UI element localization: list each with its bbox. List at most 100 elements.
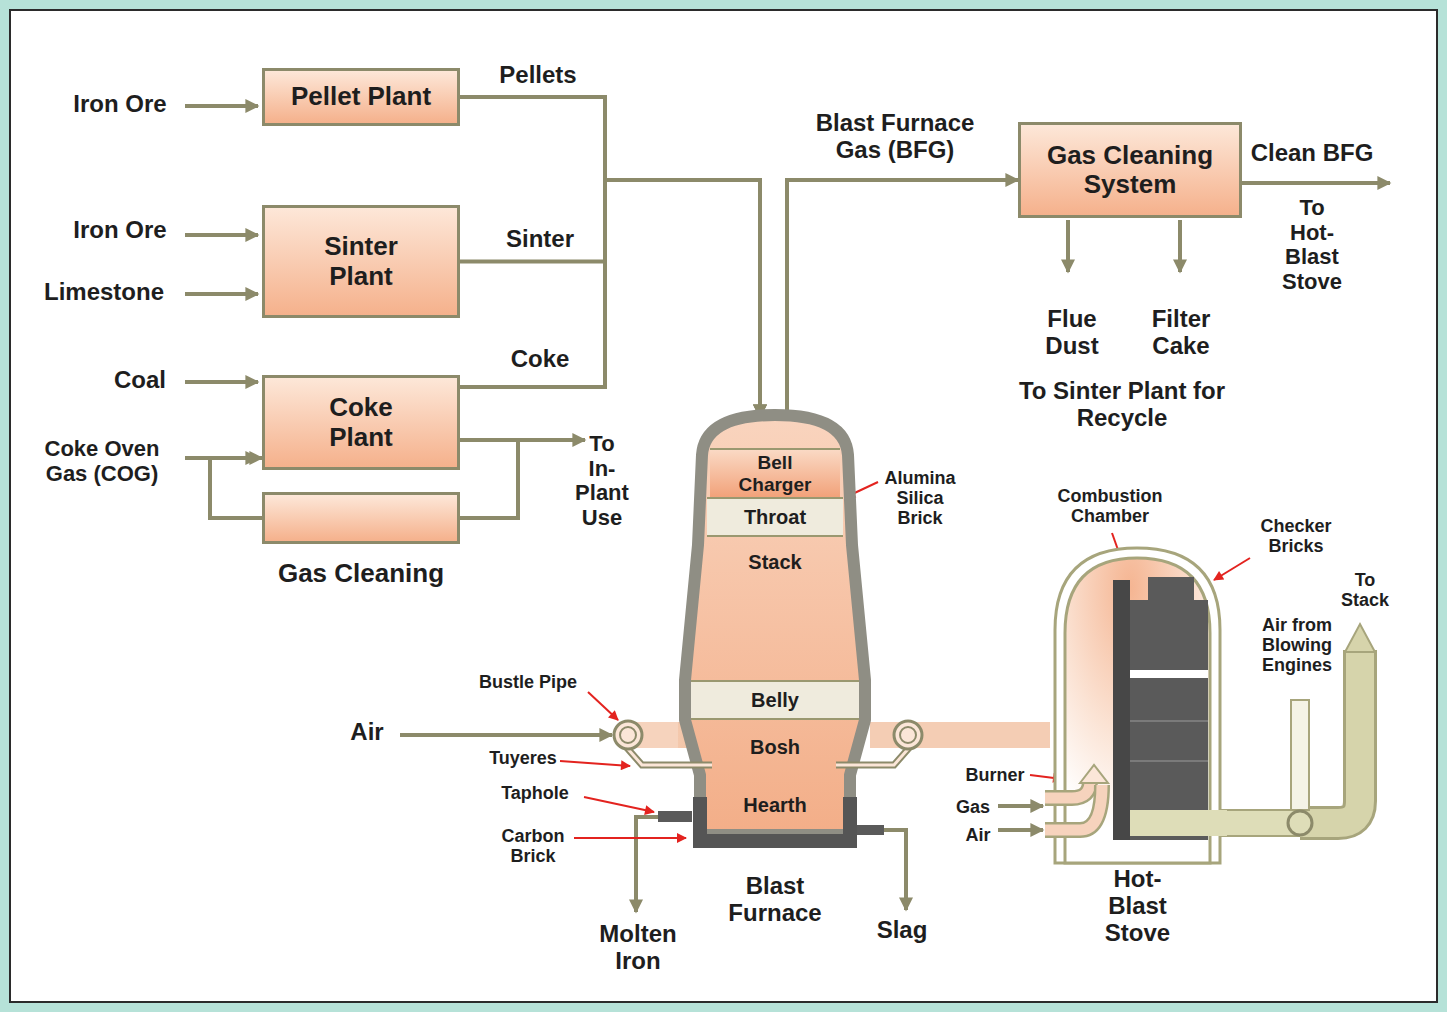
bustle-pipe-circle xyxy=(900,727,916,743)
part-label: To In-Plant Use xyxy=(575,432,629,531)
part-label: Coke Oven Gas (COG) xyxy=(32,437,172,486)
air-burner-tube xyxy=(1045,785,1102,830)
part-label: Clean BFG xyxy=(1251,140,1374,167)
node-label: Gas Cleaning System xyxy=(1021,141,1239,199)
part-label: To Hot-Blast Stove xyxy=(1282,196,1342,295)
leader-line xyxy=(574,837,686,839)
bustle-pipe-circle xyxy=(620,727,636,743)
checker-stripe xyxy=(1130,670,1208,678)
process-box: Sinter Plant xyxy=(262,205,460,318)
bustle-pipe-circle xyxy=(614,721,642,749)
node-label: Sinter Plant xyxy=(324,232,398,290)
node-caption: Gas Cleaning xyxy=(278,559,444,588)
part-label: Filter Cake xyxy=(1152,306,1211,360)
burner-nozzle xyxy=(1080,765,1108,783)
furnace-zone: Stack xyxy=(702,537,848,680)
flow-connector xyxy=(460,440,518,518)
flue-dust-arrow xyxy=(1066,220,1070,272)
in-plant-arrow xyxy=(518,438,585,442)
stove-drawing xyxy=(1050,545,1225,860)
part-label: To Sinter Plant for Recycle xyxy=(1015,378,1230,432)
gas-cleaning-box: Gas Cleaning xyxy=(262,492,460,544)
flow-connector xyxy=(787,180,1018,417)
clean-bfg-arrow xyxy=(1234,181,1390,185)
flow-label: Blast Furnace Gas (BFG) xyxy=(795,110,995,164)
part-label: Iron Ore xyxy=(73,217,166,244)
part-label: Coal xyxy=(114,367,166,394)
taphole-symbol xyxy=(658,811,692,822)
part-label: Limestone xyxy=(44,279,164,306)
input-arrows xyxy=(185,106,1390,912)
part-label: To Stack xyxy=(1341,570,1389,610)
flow-connector xyxy=(460,180,760,417)
checker-stripe xyxy=(1130,760,1208,762)
furnace-zone: Bell Charger xyxy=(710,448,840,499)
leader-line xyxy=(584,797,654,812)
flow-label: Coke xyxy=(511,346,570,373)
node-label: Pellet Plant xyxy=(291,82,431,111)
limestone-arrow xyxy=(185,292,258,296)
part-label: Gas xyxy=(956,797,990,817)
part-label: Iron Ore xyxy=(73,91,166,118)
node-label: Belly xyxy=(751,689,799,711)
part-label: Molten Iron xyxy=(599,921,676,975)
part-label: Combustion Chamber xyxy=(1058,486,1163,526)
furnace-zone: Hearth xyxy=(706,775,844,835)
iron-ore-arrow xyxy=(185,104,258,108)
furnace-zone: Belly xyxy=(691,680,859,720)
node-label: Coke Plant xyxy=(329,393,393,451)
furnace-zone: Bosh xyxy=(696,720,854,775)
process-box: Pellet Plant xyxy=(262,68,460,126)
slag-arrow xyxy=(884,830,906,910)
slag-notch xyxy=(856,825,884,835)
node-label: Bell Charger xyxy=(739,452,812,495)
hot-blast-pipe xyxy=(870,722,1050,748)
part-label: Burner xyxy=(965,765,1024,785)
furnace-shell xyxy=(685,415,865,835)
part-label: Slag xyxy=(877,917,928,944)
node-label: Hearth xyxy=(743,794,806,816)
part-label: Tuyeres xyxy=(489,748,557,768)
air-arrow xyxy=(998,828,1043,832)
part-label: Alumina Silica Brick xyxy=(884,468,955,528)
bustle-pipe-circle xyxy=(894,721,922,749)
furnace-zone: Throat xyxy=(707,497,843,537)
node-label: Bosh xyxy=(750,736,800,758)
gas-arrow xyxy=(998,804,1043,808)
flow-connector xyxy=(460,180,760,417)
part-label: Bustle Pipe xyxy=(479,672,577,692)
leader-line xyxy=(1214,558,1250,580)
part-label: Taphole xyxy=(501,783,569,803)
node-label: Throat xyxy=(744,506,806,528)
iron-ore-arrow xyxy=(185,233,258,237)
blast-furnace: Blast FurnaceBell ChargerThroatStackBell… xyxy=(680,415,870,845)
node-caption: Hot-Blast Stove xyxy=(1105,866,1170,947)
part-label: Air from Blowing Engines xyxy=(1262,615,1332,675)
air-arrow xyxy=(400,733,612,737)
process-box: Gas Cleaning System xyxy=(1018,122,1242,218)
flue-passage xyxy=(1130,810,1227,836)
leader-line xyxy=(588,692,618,720)
node-caption: Blast Furnace xyxy=(728,873,821,927)
part-label: Carbon Brick xyxy=(502,826,565,866)
valve-circle xyxy=(1288,811,1312,835)
checker-stripe xyxy=(1130,720,1208,722)
process-box: Coke Plant xyxy=(262,375,460,470)
checker-bricks xyxy=(1130,600,1208,840)
part-label: Checker Bricks xyxy=(1260,516,1331,556)
combustion-wall xyxy=(1113,580,1130,840)
coal-arrow xyxy=(185,380,258,384)
node-label: Stack xyxy=(748,551,801,573)
part-label: Flue Dust xyxy=(1045,306,1098,360)
flow-label: Pellets xyxy=(499,62,576,89)
part-label: Air xyxy=(965,825,990,845)
molten-iron-arrow xyxy=(636,817,660,912)
flow-connector xyxy=(460,97,760,417)
leader-line xyxy=(560,761,630,766)
stack-arrow-head xyxy=(1345,624,1375,652)
air-burner-tube xyxy=(1045,785,1102,830)
flow-label: Sinter xyxy=(506,226,574,253)
hot-blast-stove: Hot-Blast Stove xyxy=(1050,545,1225,860)
blowing-air-tube xyxy=(1291,700,1309,810)
